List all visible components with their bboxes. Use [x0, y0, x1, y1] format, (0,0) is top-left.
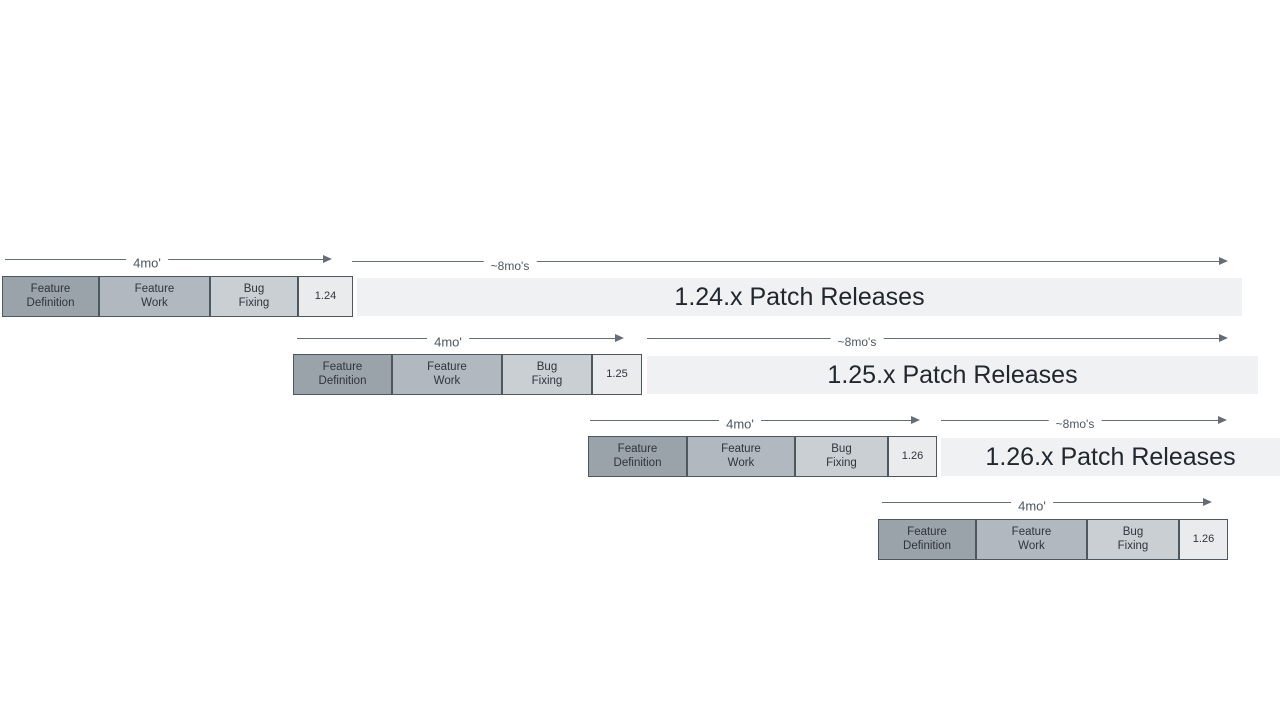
- row1-dev-duration-label: 4mo': [126, 255, 168, 271]
- row4-version-box: 1.26: [1179, 519, 1228, 560]
- row3-patch-releases-bar: 1.26.x Patch Releases: [941, 438, 1280, 476]
- row3-patch-duration-label: ~8mo's: [1048, 417, 1102, 431]
- row2-feature-definition-box: Feature Definition: [293, 354, 392, 395]
- row3-feature-work-box: Feature Work: [687, 436, 795, 477]
- row3-version-box: 1.26: [888, 436, 937, 477]
- row1-patch-releases-label: 1.24.x Patch Releases: [674, 282, 925, 311]
- row1-feature-work-box: Feature Work: [99, 276, 210, 317]
- row1-patch-duration-label: ~8mo's: [483, 259, 537, 273]
- row3-dev-duration-label: 4mo': [719, 416, 761, 432]
- row1-bug-fixing-box: Bug Fixing: [210, 276, 298, 317]
- row2-dev-duration-label: 4mo': [427, 334, 469, 350]
- row1-patch-duration-arrow: [352, 256, 1228, 265]
- row1-version-box: 1.24: [298, 276, 353, 317]
- row3-patch-releases-label: 1.26.x Patch Releases: [985, 442, 1236, 471]
- row2-bug-fixing-box: Bug Fixing: [502, 354, 592, 395]
- row2-version-box: 1.25: [592, 354, 642, 395]
- row4-bug-fixing-box: Bug Fixing: [1087, 519, 1179, 560]
- row4-dev-duration-label: 4mo': [1011, 498, 1053, 514]
- row2-patch-duration-arrow: [647, 333, 1228, 342]
- row2-patch-releases-bar: 1.25.x Patch Releases: [647, 356, 1258, 394]
- row4-feature-work-box: Feature Work: [976, 519, 1087, 560]
- row2-patch-releases-label: 1.25.x Patch Releases: [827, 360, 1078, 389]
- row3-feature-definition-box: Feature Definition: [588, 436, 687, 477]
- row3-bug-fixing-box: Bug Fixing: [795, 436, 888, 477]
- row4-feature-definition-box: Feature Definition: [878, 519, 976, 560]
- row2-feature-work-box: Feature Work: [392, 354, 502, 395]
- row1-patch-releases-bar: 1.24.x Patch Releases: [357, 278, 1242, 316]
- row2-patch-duration-label: ~8mo's: [830, 335, 884, 349]
- row1-feature-definition-box: Feature Definition: [2, 276, 99, 317]
